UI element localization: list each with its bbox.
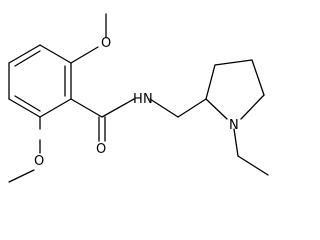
ethyl-group: [233, 128, 269, 176]
atom-o-carbonyl-label: O: [96, 142, 106, 157]
atom-n-amide-label: N: [143, 92, 153, 107]
bond-n-c2: [205, 98, 228, 120]
bond-carbonyl-c-n: [101, 98, 135, 118]
bond-c2-c3: [205, 64, 216, 100]
bond-ring-c2-c3: [8, 44, 41, 64]
amide-group: [70, 98, 179, 142]
bond-ring-c3-c3-inner: [14, 50, 41, 67]
atom-h-amide-label: H: [133, 92, 143, 107]
pyrrolidine-ring: [177, 59, 265, 120]
benzene-ring: [8, 44, 72, 118]
bond-o-bottom-methyl: [8, 169, 35, 183]
bond-ring-c1-c2: [39, 44, 72, 64]
bond-ring-c5-c6: [39, 98, 72, 118]
bond-ring-o-top: [70, 46, 99, 64]
bond-ch2-c2: [177, 98, 207, 118]
bond-n-ch2: [149, 98, 179, 118]
bond-ring-c4-c5: [8, 98, 41, 118]
atom-o-bottom-label: O: [34, 154, 44, 169]
atom-n-ring-label: N: [229, 118, 239, 133]
bond-c4-c5: [251, 59, 265, 96]
methoxy-bottom: [8, 116, 41, 183]
bond-ethyl-ch2-ch3: [237, 155, 269, 176]
structure-canvas: O O O N H N: [8, 13, 269, 183]
bond-ring-carbonyl-c: [70, 98, 103, 118]
methoxy-top: [70, 13, 107, 64]
bond-c5-n: [240, 94, 265, 120]
bond-c3-c4: [214, 59, 253, 66]
molecule-drawing: O O O N H N: [8, 13, 269, 183]
bond-ring-c4-c5-inner: [14, 95, 41, 112]
bond-n-ethyl-ch2: [233, 128, 239, 157]
atom-o-top-label: O: [101, 36, 111, 51]
